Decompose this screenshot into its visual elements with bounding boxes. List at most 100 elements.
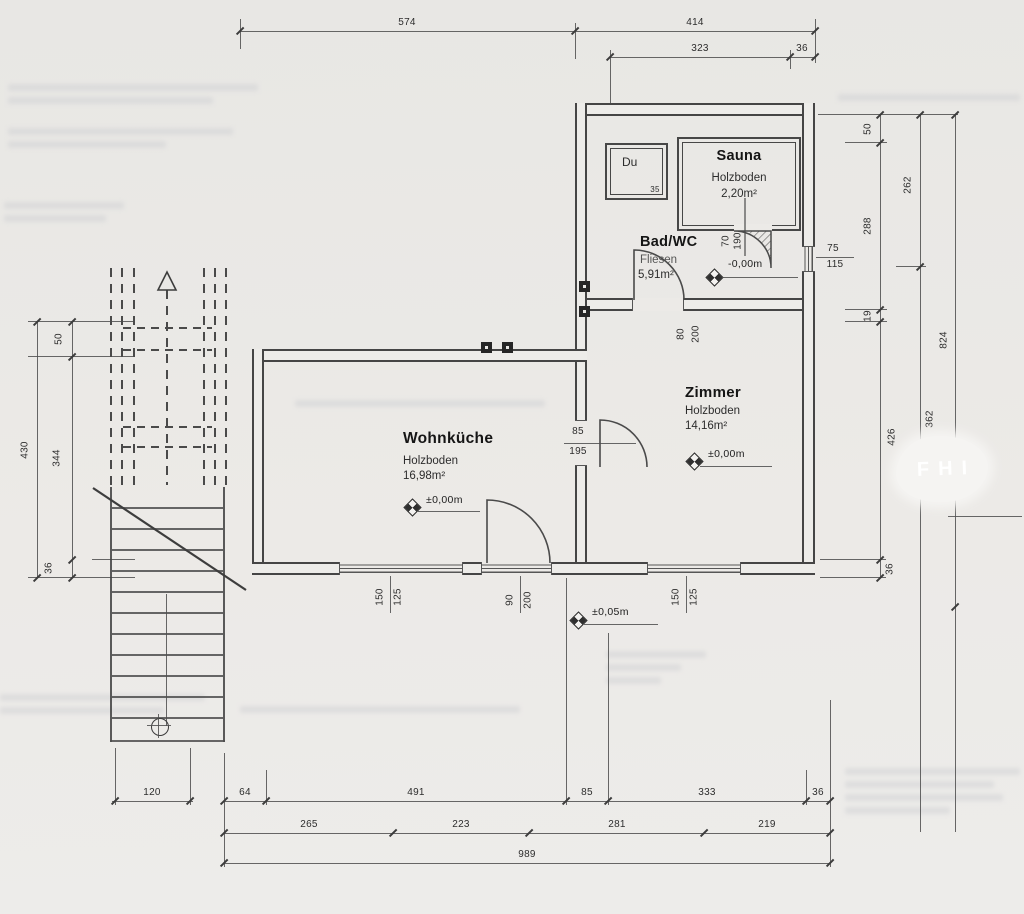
wall-wohnkueche-west bbox=[252, 349, 264, 575]
ghost-text bbox=[295, 394, 545, 413]
dim-ext bbox=[28, 321, 135, 323]
room-name-dusche: Du bbox=[622, 155, 638, 169]
room-floor-wohnkueche: Holzboden bbox=[403, 455, 458, 467]
level-marker-icon bbox=[705, 268, 724, 287]
dim-label: 344 bbox=[51, 449, 63, 467]
dim-label: 323 bbox=[691, 43, 709, 54]
dim-label: 223 bbox=[452, 819, 470, 830]
window-dim-height: 125 bbox=[392, 588, 404, 606]
dim-label: 362 bbox=[924, 410, 936, 428]
dim-ext bbox=[820, 559, 886, 561]
room-floor-bad: Fliesen bbox=[640, 254, 678, 266]
dim-ext bbox=[818, 114, 958, 116]
dim-label: 36 bbox=[812, 787, 824, 798]
stair-tread bbox=[112, 591, 223, 593]
dim-line-top2 bbox=[610, 57, 815, 59]
stair-tread bbox=[112, 528, 223, 530]
room-area-bad: 5,91m² bbox=[638, 269, 674, 281]
dim-label: 36 bbox=[884, 563, 896, 575]
dim-ext bbox=[224, 753, 226, 867]
stair-tread-dashed bbox=[123, 349, 212, 351]
dim-label: 262 bbox=[902, 176, 914, 194]
shower-cabin bbox=[605, 143, 668, 200]
door-dim-drop bbox=[520, 576, 521, 613]
dim-label: 824 bbox=[938, 331, 950, 349]
stair-tread bbox=[112, 633, 223, 635]
level-outside: ±0,05m bbox=[592, 606, 629, 618]
door-dim-width: 80 bbox=[675, 328, 687, 340]
dim-ext bbox=[92, 559, 135, 561]
dim-ext bbox=[266, 770, 268, 805]
dim-ext bbox=[948, 516, 1022, 518]
dim-ext bbox=[845, 142, 887, 144]
shower-cabin-inner bbox=[610, 148, 663, 195]
ghost-text bbox=[8, 122, 233, 154]
ghost-text bbox=[8, 78, 258, 110]
stair-tread bbox=[112, 612, 223, 614]
dim-label: 333 bbox=[698, 787, 716, 798]
dim-line-top bbox=[240, 31, 815, 33]
stair-direction-arrow bbox=[156, 270, 178, 291]
room-area-sauna: 2,20m² bbox=[721, 188, 757, 200]
dim-ext bbox=[28, 577, 135, 579]
level-marker-icon bbox=[685, 452, 704, 471]
level-wohnkueche: ±0,00m bbox=[426, 494, 463, 506]
wall-wohnkueche-north bbox=[252, 349, 587, 362]
vent-symbol bbox=[579, 281, 590, 292]
door-dim-height: 190 bbox=[732, 232, 744, 250]
dim-ext bbox=[575, 23, 577, 59]
dim-ext bbox=[790, 50, 792, 69]
dim-label: 120 bbox=[143, 787, 161, 798]
sauna-door-gap bbox=[734, 224, 772, 233]
stair-rail bbox=[223, 487, 225, 742]
stair-newel-cross bbox=[158, 714, 160, 738]
door-dim-height: 200 bbox=[690, 325, 702, 343]
door-dim-width: 85 bbox=[572, 426, 584, 437]
room-area-wohnkueche: 16,98m² bbox=[403, 470, 446, 482]
dim-label: 281 bbox=[608, 819, 626, 830]
dim-label: 414 bbox=[686, 17, 704, 28]
stair-tread bbox=[112, 570, 223, 572]
window-wohnkueche bbox=[339, 562, 463, 575]
window-dim-drop bbox=[390, 576, 391, 613]
dim-label: 64 bbox=[239, 787, 251, 798]
dim-label: 491 bbox=[407, 787, 425, 798]
stair-rail-dashed bbox=[121, 268, 123, 487]
stair-newel-post bbox=[151, 718, 169, 736]
door-bad-opening bbox=[632, 298, 684, 311]
dim-ext bbox=[830, 700, 832, 867]
dim-label: 50 bbox=[862, 123, 874, 135]
dim-label: 219 bbox=[758, 819, 776, 830]
room-name-sauna: Sauna bbox=[716, 148, 762, 164]
dim-ext bbox=[806, 770, 808, 805]
window-dim-line bbox=[816, 257, 854, 259]
wall-north bbox=[575, 103, 815, 116]
dim-ext bbox=[820, 577, 886, 579]
dim-label: 36 bbox=[796, 43, 808, 54]
stair-tread bbox=[112, 696, 223, 698]
window-dim-width: 75 bbox=[827, 243, 839, 254]
window-dim-height: 125 bbox=[688, 588, 700, 606]
vent-symbol bbox=[502, 342, 513, 353]
dim-ext bbox=[845, 321, 887, 323]
dim-label: 265 bbox=[300, 819, 318, 830]
wall-east bbox=[802, 103, 815, 575]
dim-label: 989 bbox=[518, 849, 536, 860]
dim-ext bbox=[240, 19, 242, 49]
stair-tread bbox=[112, 675, 223, 677]
dim-line bbox=[224, 801, 830, 803]
dim-label: 85 bbox=[581, 787, 593, 798]
ghost-text bbox=[838, 88, 1020, 107]
stair-tread bbox=[112, 654, 223, 656]
door-sued-opening bbox=[481, 562, 552, 575]
door-dim-line bbox=[564, 443, 636, 445]
dim-ext bbox=[610, 50, 612, 105]
stair-rail-dashed bbox=[214, 268, 216, 487]
dim-line bbox=[224, 863, 830, 865]
window-dim-drop bbox=[686, 576, 687, 613]
stair-center-line-dashed bbox=[166, 290, 168, 485]
stair-center-line bbox=[166, 594, 168, 726]
window-dim-width: 150 bbox=[670, 588, 682, 606]
room-floor-zimmer: Holzboden bbox=[685, 405, 740, 417]
